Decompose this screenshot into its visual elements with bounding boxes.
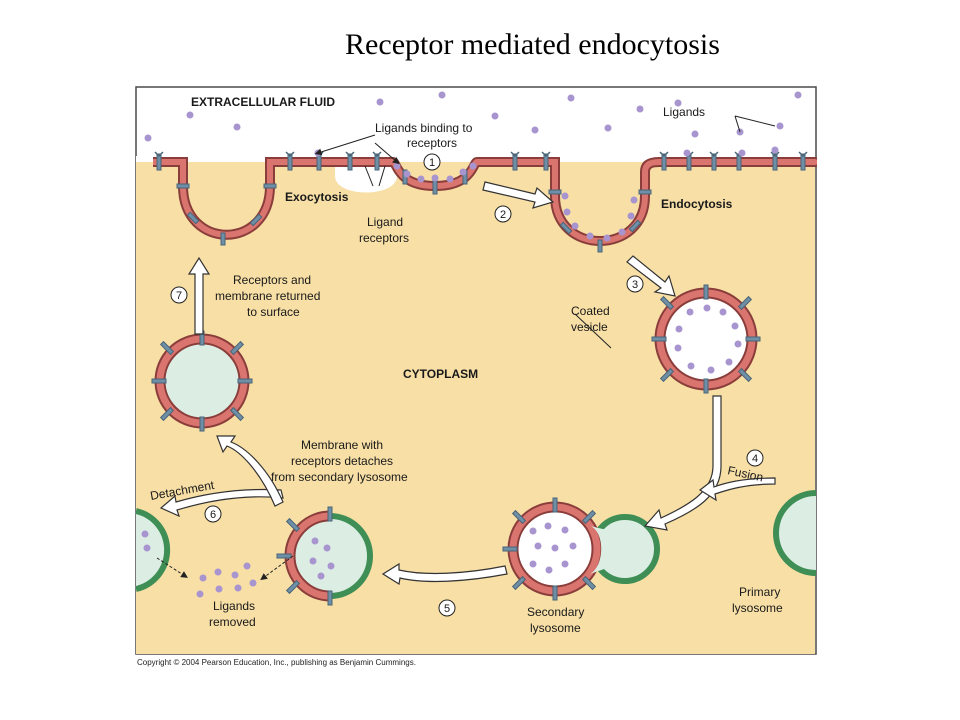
label-removed-1: Ligands: [213, 599, 255, 613]
step-4: 4: [746, 449, 764, 467]
svg-text:1: 1: [429, 157, 435, 169]
svg-text:7: 7: [176, 290, 182, 302]
label-cytoplasm: CYTOPLASM: [403, 367, 478, 381]
step-numbers: 1 2 3 4 5 6 7: [170, 153, 764, 617]
arrow-step-3: [626, 255, 676, 297]
label-secondary-2: lysosome: [530, 621, 581, 635]
label-returned-1: Receptors and: [233, 273, 311, 287]
endocytosis-diagram: 1 2 3 4 5 6 7 EXTRACELLULAR FLUID Ligand…: [135, 86, 817, 655]
primary-lysosome: [773, 490, 817, 576]
secondary-lysosome: [502, 497, 660, 601]
arrow-step-2: [482, 181, 555, 209]
receptor-heads: [154, 151, 808, 158]
step-6: 6: [204, 505, 222, 523]
label-returned-3: to surface: [247, 305, 300, 319]
membrane-receptors: [156, 153, 806, 253]
process-arrows: [159, 181, 776, 585]
label-primary-1: Primary: [739, 585, 780, 599]
label-detaches-2: receptors detaches: [291, 454, 393, 468]
left-lysosome: [135, 508, 171, 592]
svg-text:2: 2: [500, 209, 506, 221]
label-exocytosis: Exocytosis: [285, 190, 349, 204]
arrow-step-6-up: [216, 435, 284, 507]
label-detaches-3: from secondary lysosome: [271, 470, 408, 484]
step-7: 7: [170, 286, 188, 304]
label-ligands: Ligands: [663, 105, 705, 119]
label-coated-2: vesicle: [571, 320, 608, 334]
detaching-vesicle: [276, 506, 373, 606]
svg-text:6: 6: [210, 509, 216, 521]
label-binding-1: Ligands binding to: [375, 121, 473, 135]
svg-text:4: 4: [752, 453, 758, 465]
step-2: 2: [494, 205, 512, 223]
svg-text:3: 3: [632, 279, 638, 291]
step-1: 1: [423, 153, 441, 171]
step-5: 5: [438, 599, 456, 617]
label-receptors-1: Ligand: [367, 215, 403, 229]
arrow-step-5: [381, 562, 508, 585]
recycling-vesicle: [151, 330, 253, 432]
label-removed-2: removed: [209, 615, 256, 629]
label-primary-2: lysosome: [732, 601, 783, 615]
copyright-notice: Copyright © 2004 Pearson Education, Inc.…: [137, 658, 416, 667]
label-endocytosis: Endocytosis: [661, 197, 733, 211]
label-coated-1: Coated: [571, 304, 610, 318]
label-returned-2: membrane returned: [215, 289, 320, 303]
pointer-lines: [156, 115, 776, 581]
label-detaches-1: Membrane with: [301, 438, 383, 452]
arrow-fusion: [698, 477, 776, 502]
removed-ligands: [196, 562, 257, 598]
label-binding-2: receptors: [407, 136, 457, 150]
arrow-step-7: [187, 256, 211, 335]
coated-vesicle: [651, 284, 761, 394]
label-receptors-2: receptors: [359, 231, 409, 245]
label-extracellular: EXTRACELLULAR FLUID: [191, 95, 335, 109]
label-secondary-1: Secondary: [527, 605, 584, 619]
step-3: 3: [626, 275, 644, 293]
labels: EXTRACELLULAR FLUID Ligands Ligands bind…: [149, 95, 783, 635]
page-title: Receptor mediated endocytosis: [345, 28, 720, 61]
svg-text:5: 5: [444, 603, 450, 615]
arrow-step-6: [159, 488, 284, 518]
